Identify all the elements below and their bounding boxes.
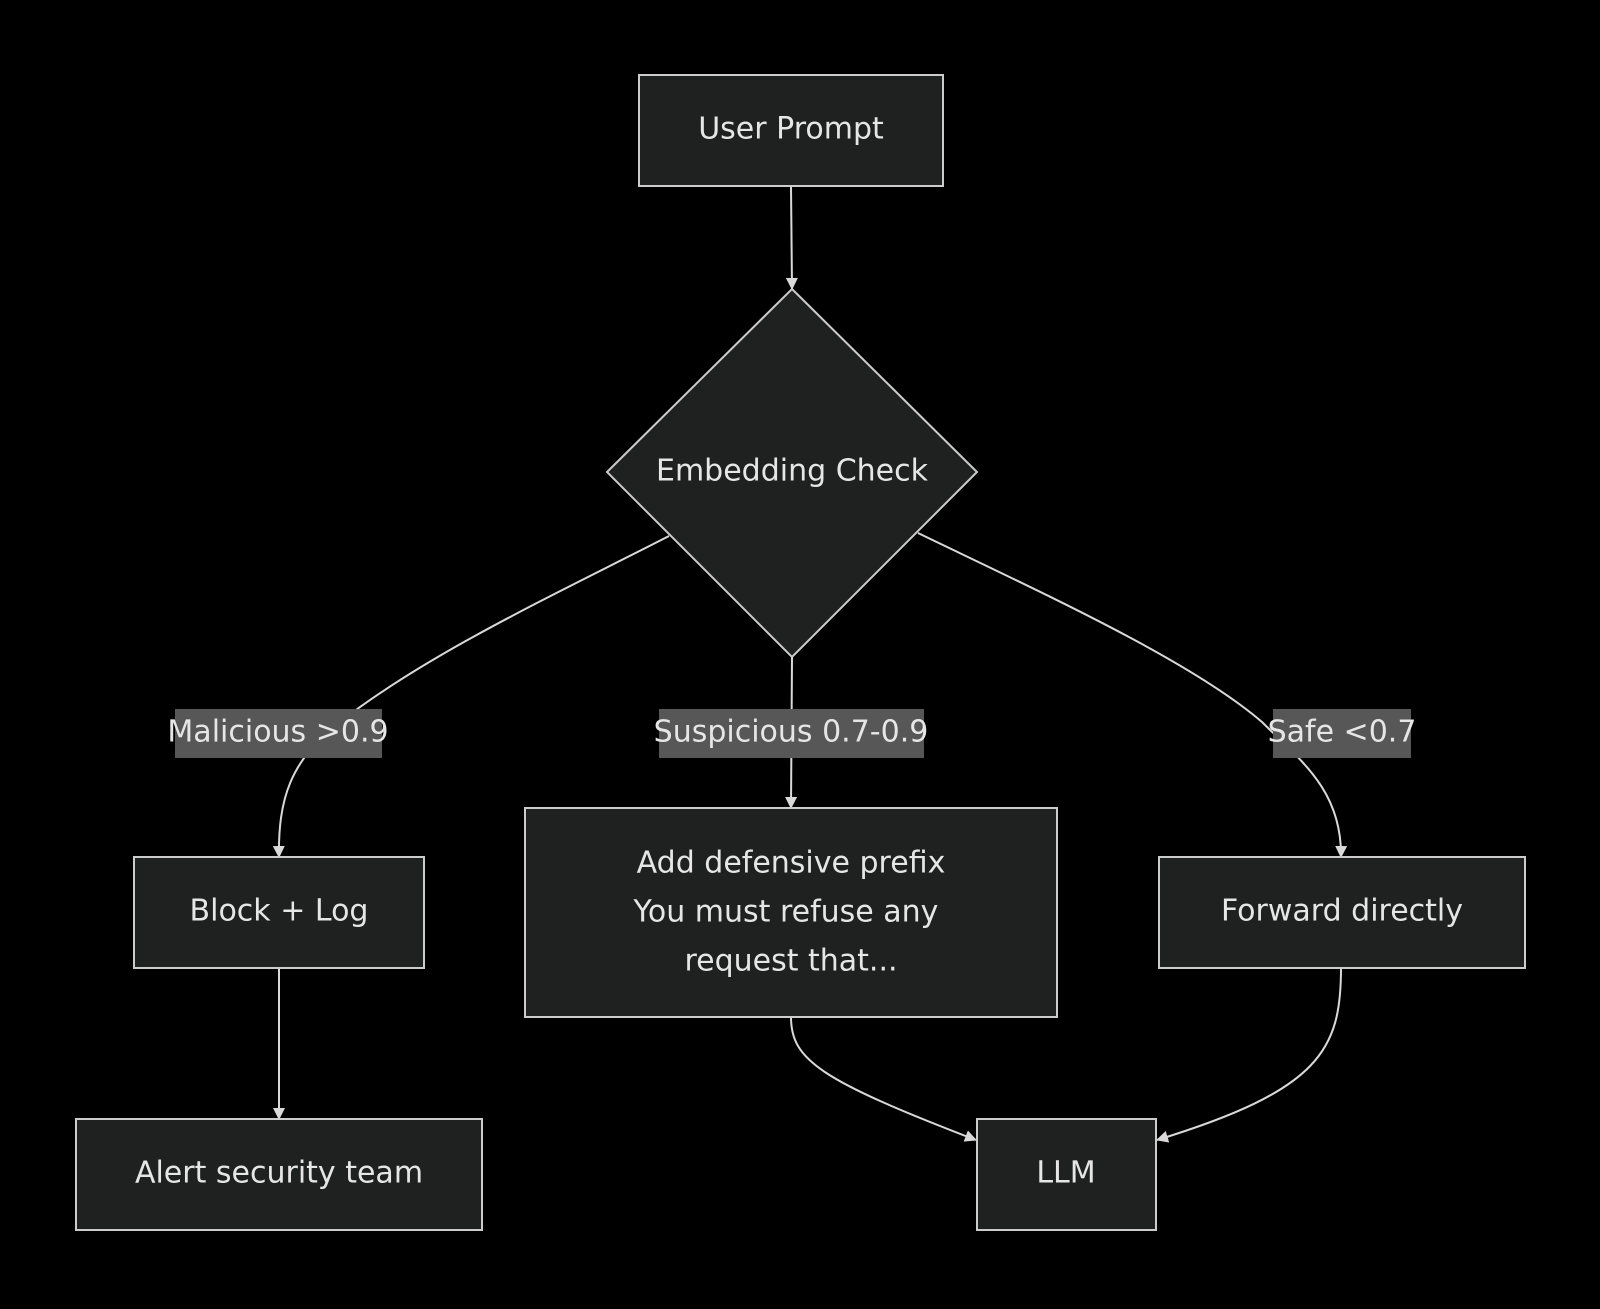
edge-forward-to-llm	[1156, 967, 1342, 1143]
node-llm: LLM	[976, 1118, 1157, 1231]
node-defensive-prefix-line-2: You must refuse any	[633, 895, 939, 930]
node-defensive-prefix-line-3: request that...	[684, 944, 897, 979]
edge-label-suspicious-text: Suspicious 0.7-0.9	[654, 715, 929, 750]
edges	[272, 185, 1348, 1143]
node-user-prompt: User Prompt	[638, 74, 944, 187]
edge-label-safe-text: Safe <0.7	[1268, 715, 1417, 750]
node-defensive-prefix: Add defensive prefix You must refuse any…	[524, 807, 1058, 1018]
edge-prefix-to-llm	[790, 1016, 977, 1142]
node-llm-label: LLM	[1036, 1156, 1095, 1191]
edge-check-to-block	[272, 535, 670, 858]
node-defensive-prefix-line-1: Add defensive prefix	[637, 846, 946, 881]
node-alert-security-label: Alert security team	[135, 1156, 423, 1191]
edge-label-malicious: Malicious >0.9	[167, 709, 389, 758]
edge-label-suspicious: Suspicious 0.7-0.9	[654, 709, 929, 758]
edge-check-to-forward	[917, 532, 1348, 858]
edge-label-malicious-text: Malicious >0.9	[167, 715, 388, 750]
node-block-log-label: Block + Log	[190, 894, 369, 929]
node-embedding-check-label: Embedding Check	[656, 454, 929, 489]
node-forward-directly: Forward directly	[1158, 856, 1526, 969]
node-embedding-check: Embedding Check	[605, 287, 979, 659]
edge-userprompt-to-check	[785, 185, 798, 290]
edge-label-safe: Safe <0.7	[1268, 709, 1417, 758]
node-block-log: Block + Log	[133, 856, 425, 969]
node-user-prompt-label: User Prompt	[698, 112, 884, 147]
node-alert-security: Alert security team	[75, 1118, 483, 1231]
node-forward-directly-label: Forward directly	[1221, 894, 1463, 929]
